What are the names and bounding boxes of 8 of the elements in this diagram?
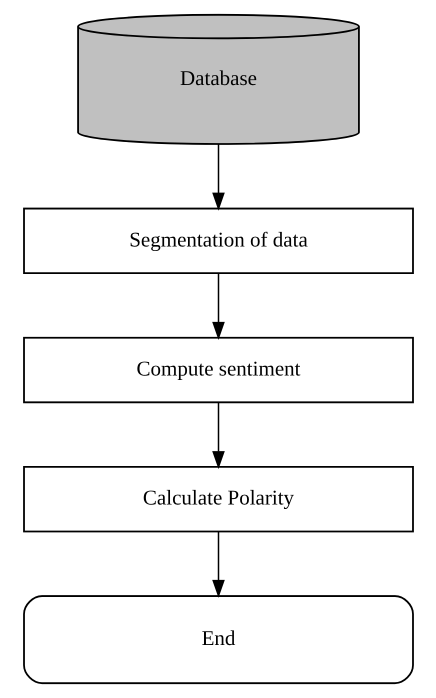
node-box: Compute sentiment <box>22 336 414 404</box>
node-box: End <box>22 595 414 684</box>
arrow <box>212 144 224 211</box>
node-box: Calculate Polarity <box>22 466 414 532</box>
node-box: Segmentation of data <box>22 208 414 274</box>
arrow <box>212 274 224 340</box>
arrow <box>212 532 224 598</box>
arrow <box>212 402 224 470</box>
